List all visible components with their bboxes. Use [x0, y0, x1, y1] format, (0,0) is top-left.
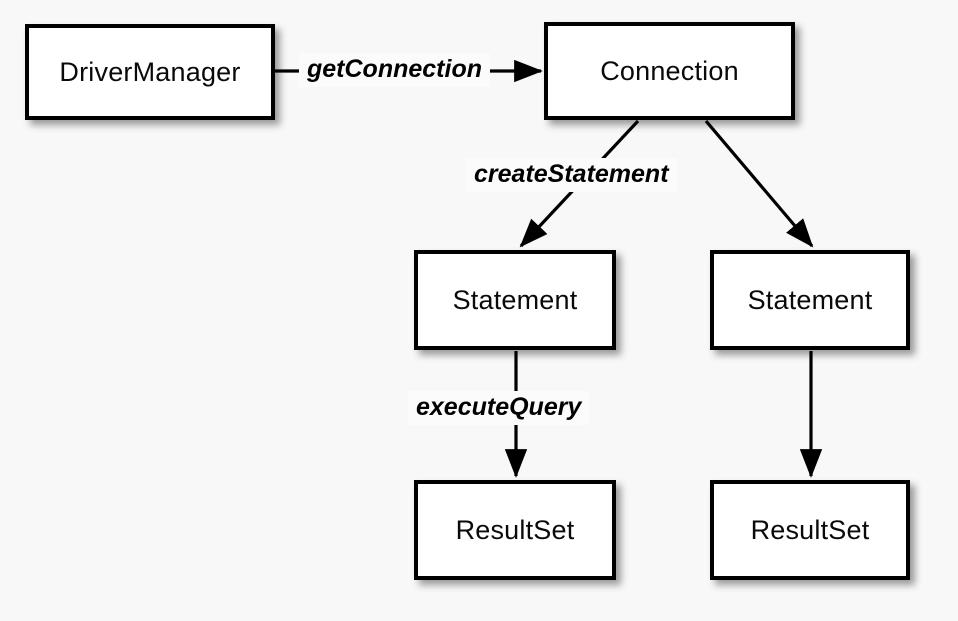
node-statement-left[interactable]: Statement: [414, 250, 616, 350]
edge-label-create-statement: createStatement: [466, 158, 677, 193]
node-resultset-right[interactable]: ResultSet: [710, 480, 910, 580]
edge-label-get-connection: getConnection: [299, 53, 490, 88]
node-label-statement-left: Statement: [452, 284, 578, 315]
node-label-connection: Connection: [600, 55, 739, 86]
node-label-resultset-left: ResultSet: [455, 514, 575, 545]
node-label-resultset-right: ResultSet: [750, 514, 870, 545]
node-label-statement-right: Statement: [747, 284, 873, 315]
node-statement-right[interactable]: Statement: [710, 250, 910, 350]
node-label-driver-manager: DriverManager: [59, 56, 241, 87]
edge-create-statement-2: [704, 119, 814, 248]
node-connection[interactable]: Connection: [544, 22, 795, 120]
edge-label-execute-query: executeQuery: [408, 391, 590, 426]
node-driver-manager[interactable]: DriverManager: [25, 24, 275, 120]
node-resultset-left[interactable]: ResultSet: [414, 480, 616, 580]
